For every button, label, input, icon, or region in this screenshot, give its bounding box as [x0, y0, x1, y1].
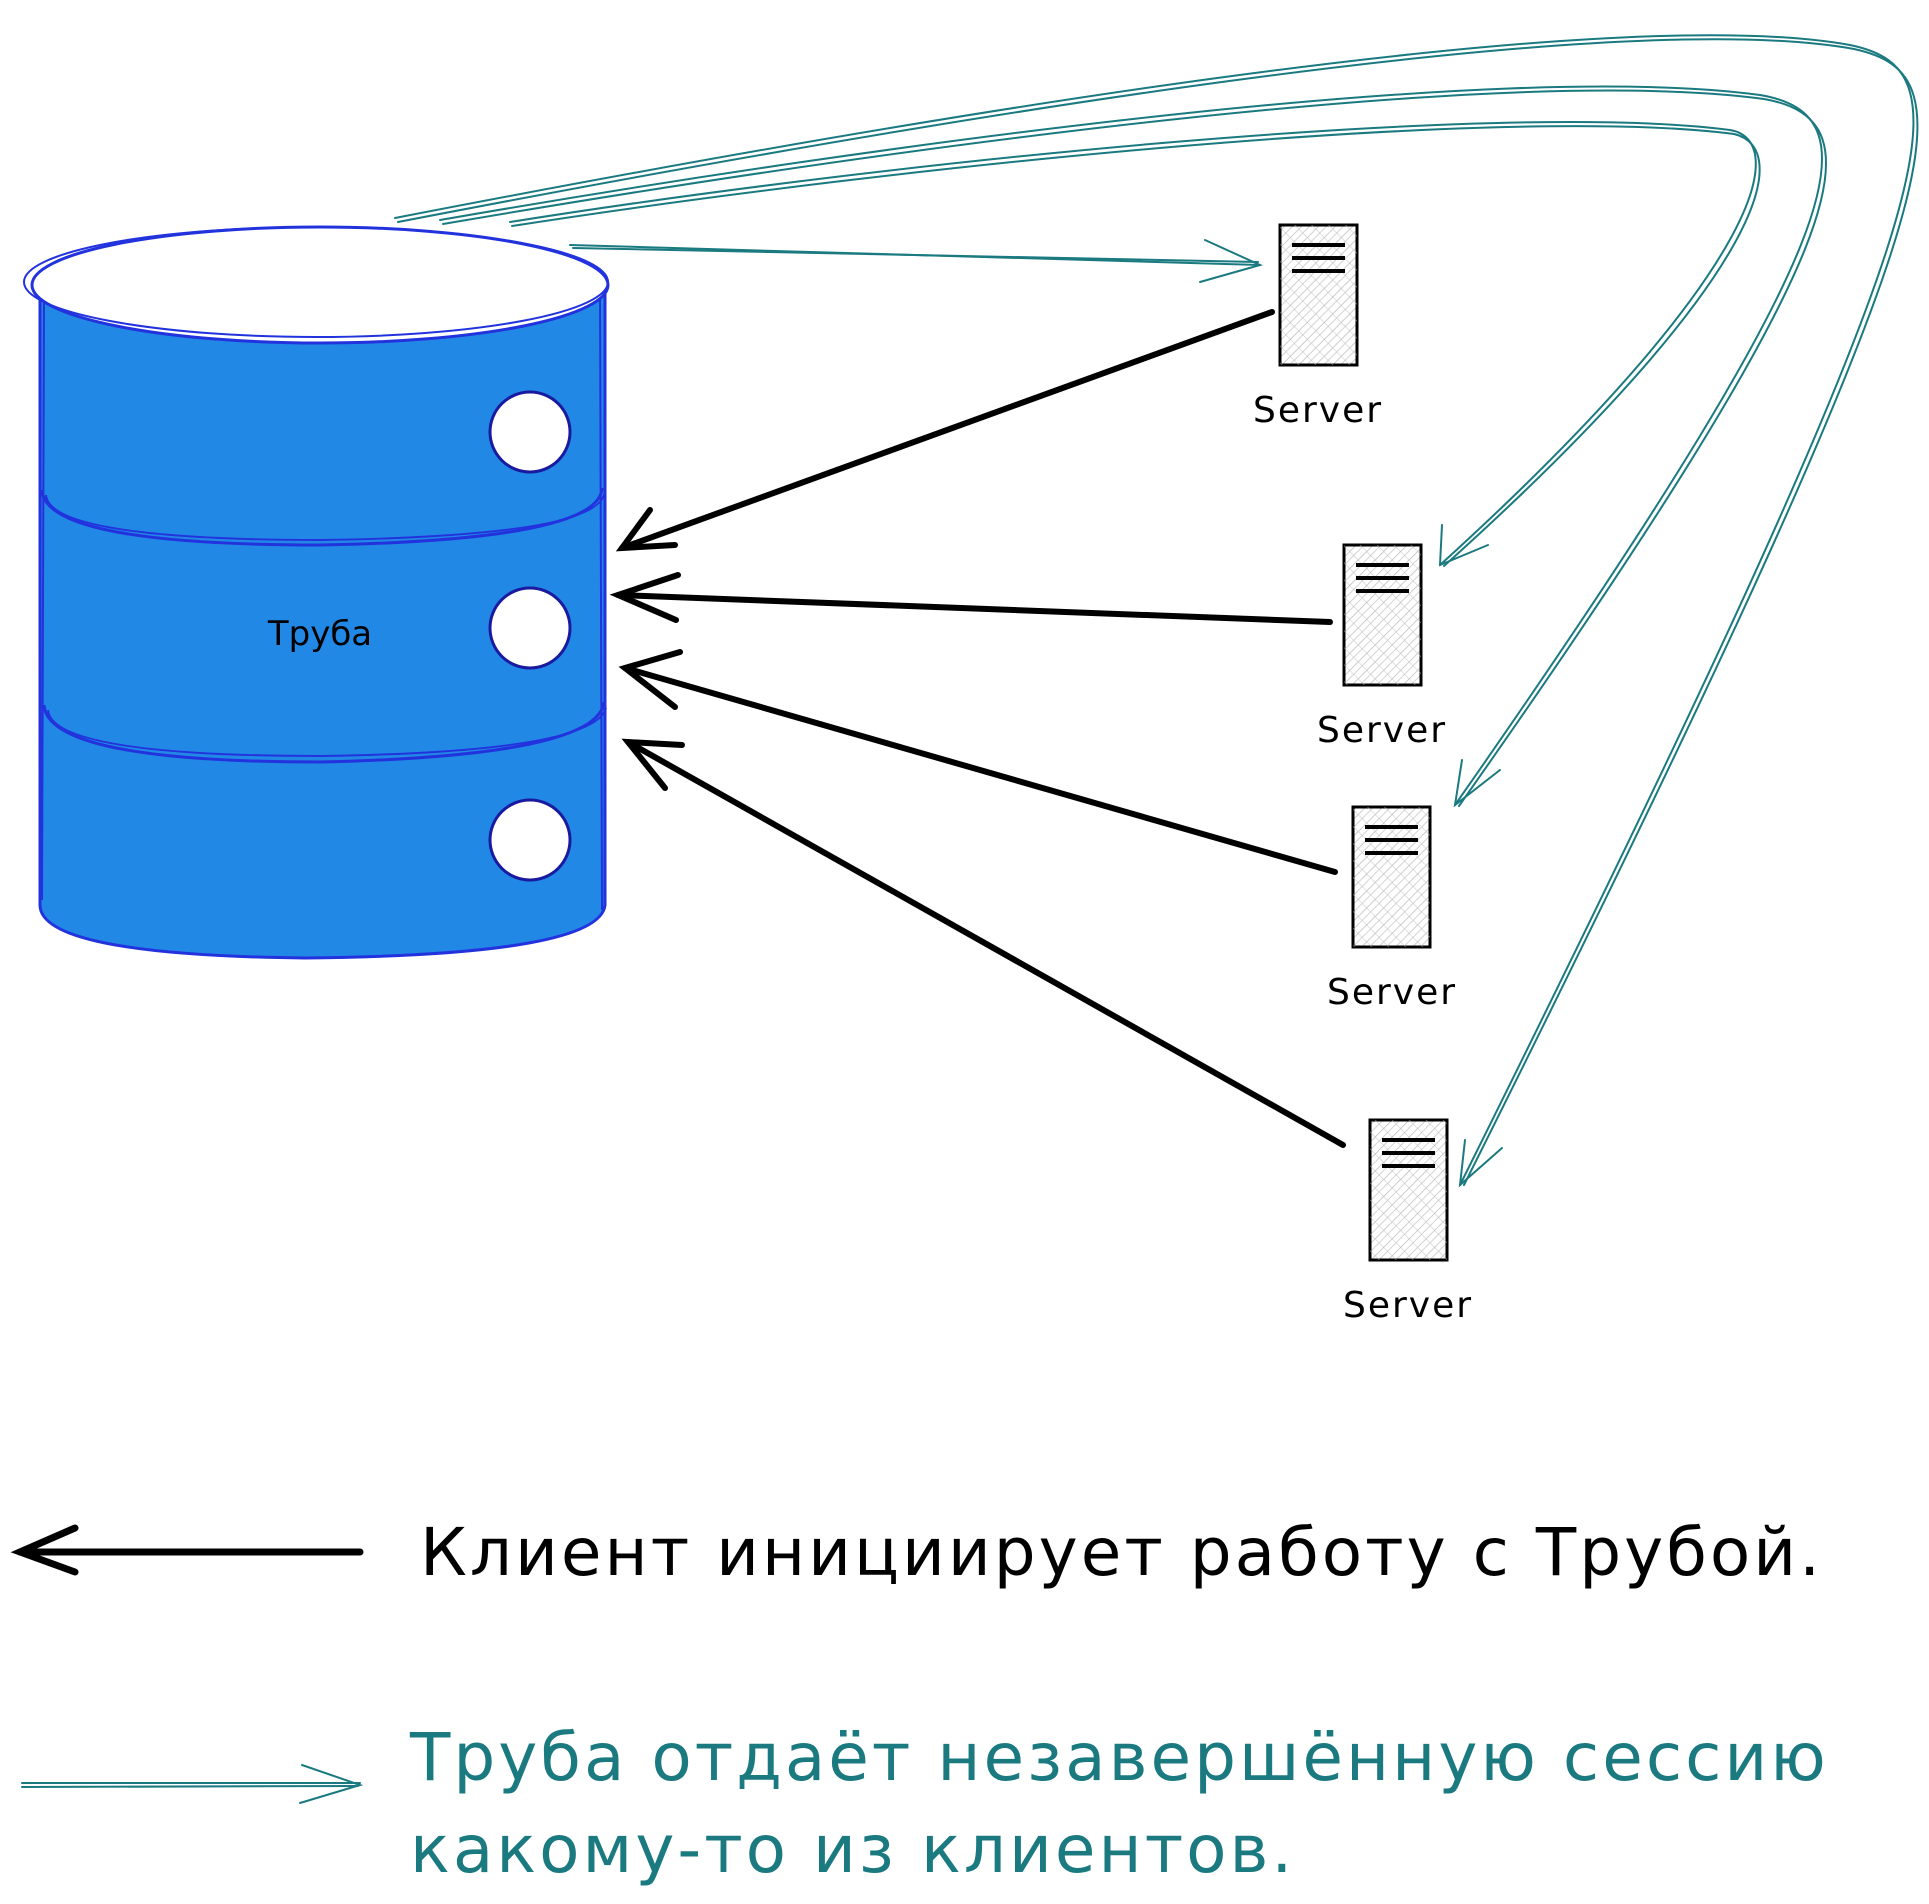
legend-pipe-arrow — [21, 1764, 364, 1804]
client-arrow-1 — [615, 309, 1275, 552]
legend-pipe-text-2: какому-то из клиентов. — [410, 1811, 1295, 1888]
server-label: Server — [1343, 1285, 1473, 1326]
server-label: Server — [1317, 710, 1447, 751]
server-2: Server — [1317, 543, 1447, 751]
database-label: Труба — [267, 614, 372, 654]
pipe-arrow-3 — [439, 85, 1828, 808]
database-light-2 — [488, 586, 572, 670]
pipe-arrow-1 — [569, 239, 1263, 283]
client-arrow-3 — [618, 649, 1338, 875]
server-label: Server — [1253, 390, 1383, 431]
client-arrow-4 — [621, 738, 1346, 1148]
database-light-3 — [488, 798, 572, 882]
server-label: Server — [1327, 972, 1457, 1013]
server-4: Server — [1343, 1118, 1473, 1326]
pipe-arrows — [394, 34, 1919, 1188]
database-light-1 — [488, 390, 572, 474]
server-1: Server — [1253, 223, 1383, 431]
server-3: Server — [1327, 805, 1457, 1013]
pipe-arrow-2 — [509, 121, 1761, 567]
client-arrows — [609, 309, 1346, 1148]
legend: Клиент инициирует работу с Трубой. Труба… — [10, 1514, 1829, 1888]
pipe-arrow-4 — [394, 34, 1919, 1188]
database-body — [38, 288, 607, 960]
legend-pipe-text-1: Труба отдаёт незавершённую сессию — [409, 1719, 1829, 1796]
database-cylinder: Труба — [23, 225, 610, 960]
legend-client-arrow — [10, 1524, 364, 1576]
legend-client-text: Клиент инициирует работу с Трубой. — [420, 1514, 1823, 1591]
database-top — [30, 225, 610, 345]
client-arrow-2 — [609, 572, 1333, 625]
